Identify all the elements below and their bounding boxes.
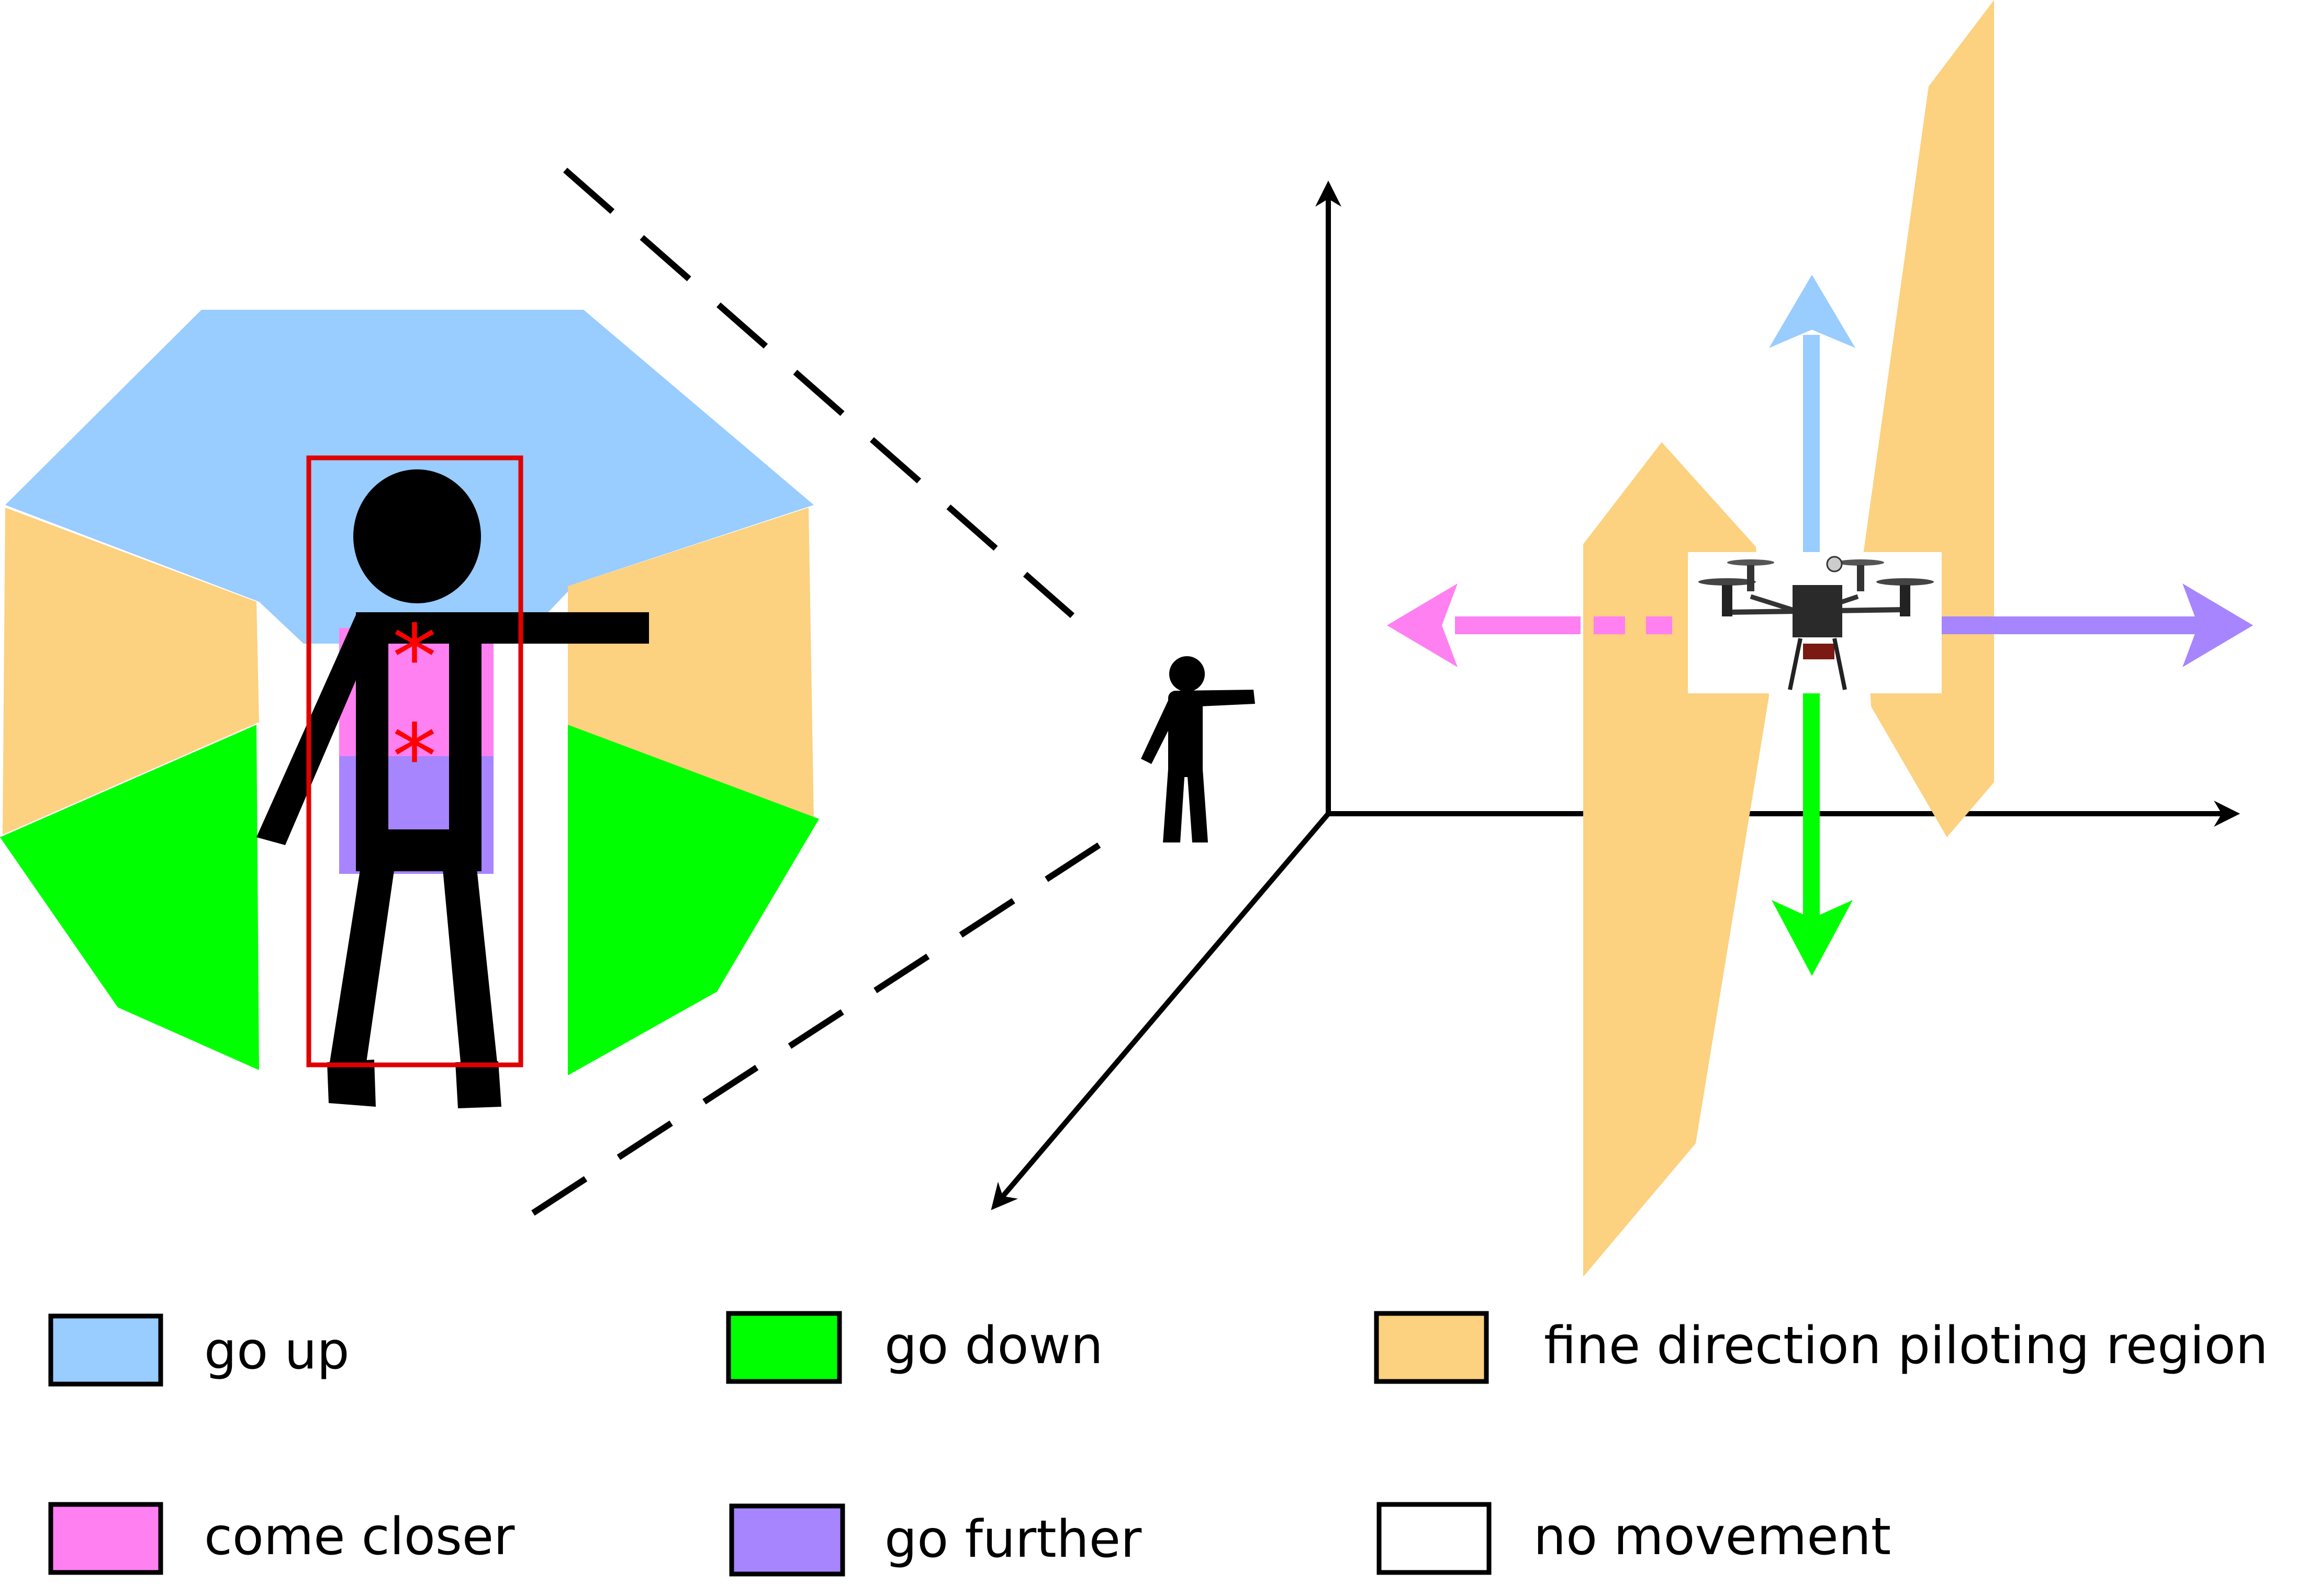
- person-right-leg: [442, 863, 497, 1062]
- left-arrow-dash-2: [1646, 616, 1672, 634]
- person-right-foot: [455, 1061, 501, 1108]
- drone-motor-bl: [1747, 565, 1754, 591]
- legend-swatch-come-closer: [48, 1502, 163, 1575]
- upper-body-marker: *: [393, 606, 437, 710]
- right-arrow-shaft: [1936, 616, 2230, 634]
- legend-item-go-further: go further: [729, 1503, 1142, 1577]
- legend-label-fine-direction: fine direction piloting region: [1544, 1316, 2268, 1376]
- operator-pointing-arm: [1178, 690, 1255, 707]
- drone-motor-br: [1857, 565, 1864, 591]
- operator-person-icon: [1141, 656, 1255, 842]
- operator-left-arm: [1141, 696, 1182, 764]
- drone-arm-left-back: [1750, 594, 1801, 615]
- legend-label-go-up: go up: [204, 1321, 350, 1381]
- person-shoulders: [356, 612, 649, 644]
- drone-propeller-bl: [1727, 559, 1774, 566]
- legend-item-fine-direction: fine direction piloting region: [1374, 1311, 2268, 1384]
- legend-swatch-no-movement: [1376, 1502, 1492, 1575]
- camera-view-panel: * *: [0, 310, 819, 1108]
- legend-swatch-go-further: [729, 1503, 845, 1577]
- legend-label-go-down: go down: [884, 1316, 1103, 1376]
- legend-swatch-go-down: [726, 1311, 842, 1384]
- drone-propeller-br: [1837, 559, 1884, 566]
- person-torso-right: [449, 615, 481, 871]
- depth-axis: [991, 812, 1330, 1210]
- up-arrow-head: [1769, 275, 1855, 348]
- drone-motor-fl: [1722, 585, 1732, 616]
- go-down-region-left: [0, 725, 259, 1070]
- person-left-leg: [330, 863, 395, 1062]
- legend-item-go-up: go up: [48, 1313, 350, 1387]
- right-arrow-head: [2182, 583, 2253, 667]
- legend-item-come-closer: come closer: [48, 1502, 515, 1575]
- legend-swatch-go-up: [48, 1313, 163, 1387]
- drone-propeller-fr: [1876, 578, 1934, 586]
- drone-direction-arrows: [1387, 275, 2253, 976]
- legend-item-go-down: go down: [726, 1311, 1103, 1384]
- camera-fov-line-lower: [521, 842, 1101, 1222]
- camera-fov-line-upper: [563, 167, 1085, 628]
- operator-left-leg: [1163, 769, 1185, 842]
- legend: go up go down fine direction piloting re…: [48, 1311, 2268, 1577]
- quadcopter-drone-icon: [1688, 552, 1942, 693]
- legend-item-no-movement: no movement: [1376, 1502, 1891, 1575]
- legend-label-no-movement: no movement: [1533, 1507, 1891, 1567]
- drone-propeller-fl: [1698, 578, 1756, 586]
- drone-motor-fr: [1900, 585, 1910, 616]
- legend-label-go-further: go further: [884, 1510, 1142, 1569]
- left-arrow-dash-1: [1594, 616, 1625, 634]
- down-arrow-head: [1772, 900, 1853, 976]
- fine-direction-region-right: [568, 508, 814, 822]
- up-arrow-shaft: [1803, 335, 1820, 555]
- left-arrow-shaft: [1455, 616, 1581, 634]
- operator-head: [1169, 656, 1205, 692]
- left-arrow-head: [1387, 583, 1458, 667]
- drone-leg-right: [1832, 638, 1847, 690]
- drone-camera: [1803, 644, 1834, 659]
- lower-body-marker: *: [393, 705, 437, 809]
- person-head: [353, 469, 481, 603]
- drone-gps-icon: [1826, 556, 1843, 572]
- person-figure: [256, 469, 649, 1108]
- legend-swatch-fine-direction: [1374, 1311, 1489, 1384]
- drone-body: [1793, 585, 1842, 637]
- fine-direction-plane-back: [1863, 0, 1994, 837]
- fine-direction-region-left: [3, 508, 259, 835]
- drone-leg-left: [1788, 638, 1802, 690]
- legend-label-come-closer: come closer: [204, 1507, 515, 1567]
- person-bounding-box: [306, 455, 523, 1067]
- go-down-region-right: [568, 725, 819, 1075]
- person-left-arm: [256, 615, 379, 845]
- operator-right-leg: [1187, 769, 1208, 842]
- down-arrow-shaft: [1803, 693, 1820, 929]
- person-left-foot: [327, 1060, 376, 1107]
- 3d-axes: [991, 181, 2240, 1210]
